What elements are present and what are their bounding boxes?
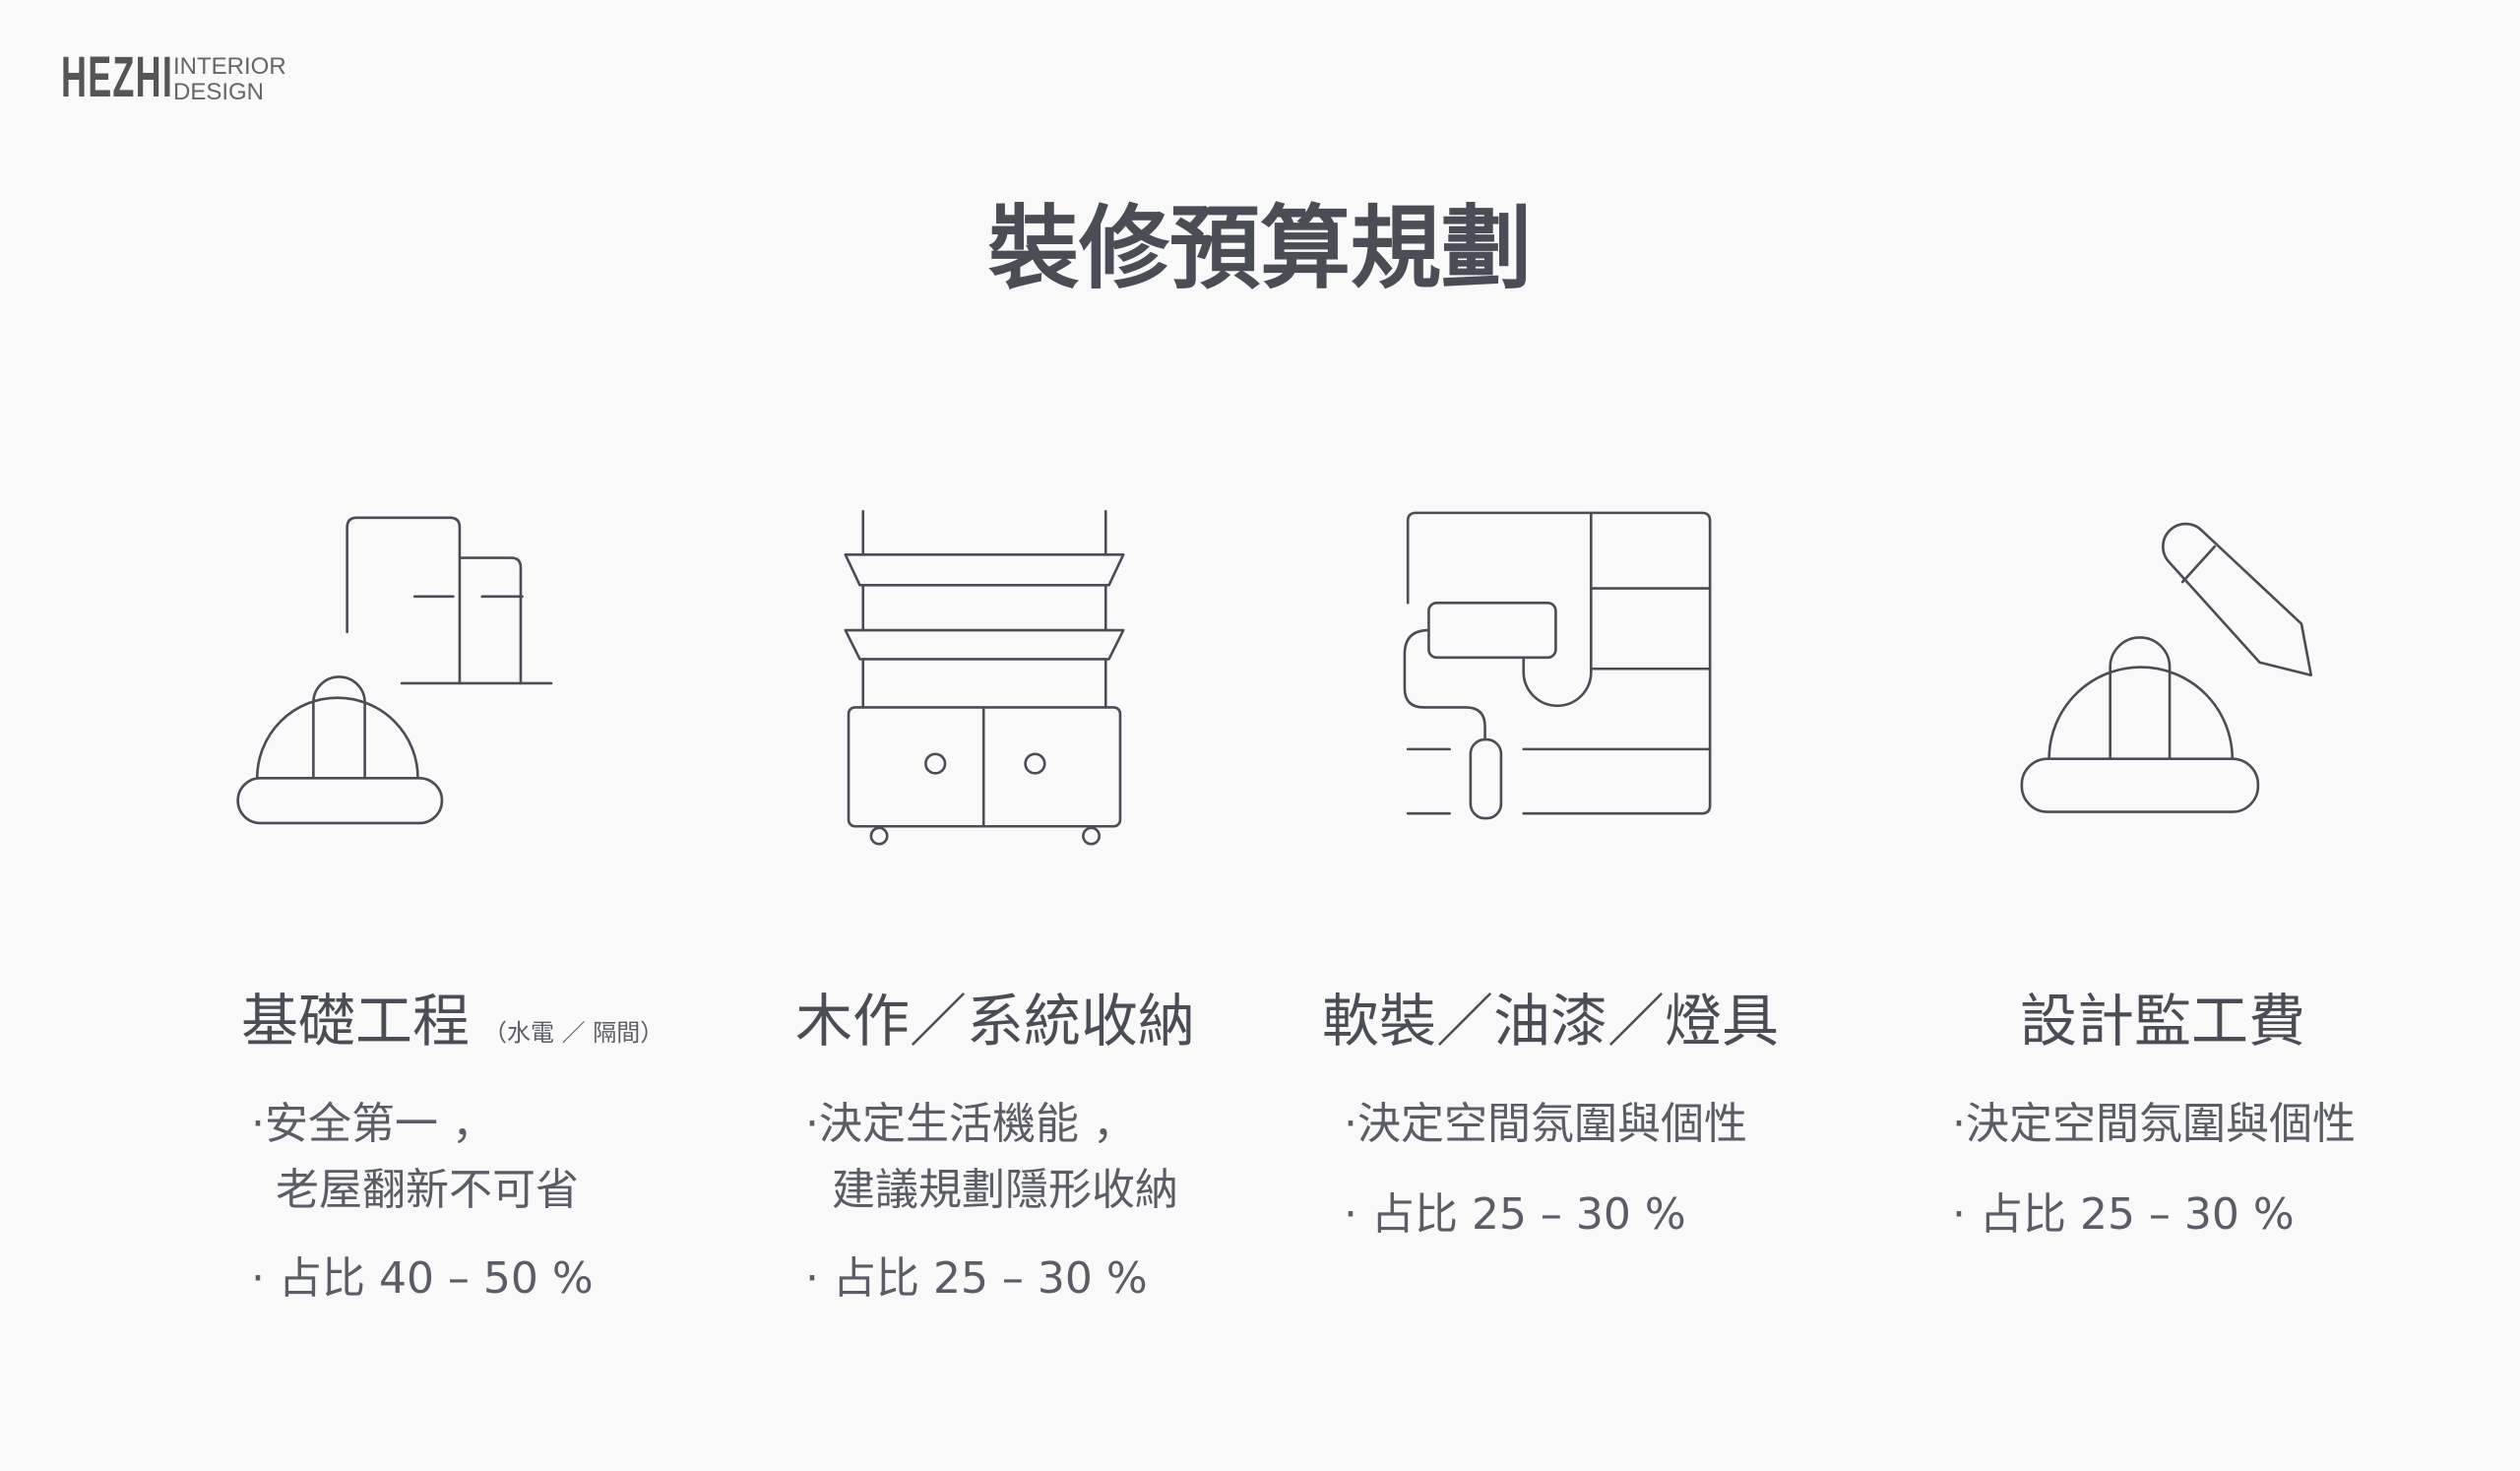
bullet-line-cont: 老屋翻新不可省 bbox=[276, 1165, 579, 1215]
column-heading-soft-furnishing: 軟裝／油漆／燈具 bbox=[1322, 988, 1780, 1055]
heading-text: 基礎工程 bbox=[241, 988, 471, 1055]
heading-note: （水電 ／ 隔間） bbox=[483, 1019, 664, 1047]
helmet-doors-icon bbox=[236, 516, 553, 825]
column-heading-carpentry: 木作／系統收納 bbox=[795, 988, 1196, 1055]
bullet-line: ·安全第一 ， bbox=[251, 1099, 495, 1149]
logo-subtitle: INTERIOR DESIGN bbox=[173, 54, 286, 105]
bullet-line-cont: 建議規劃隱形收納 bbox=[832, 1165, 1178, 1215]
cabinet-shelf-icon bbox=[844, 509, 1125, 846]
bullet-line: ·決定生活機能 ， bbox=[805, 1099, 1136, 1149]
logo-sub-line2: DESIGN bbox=[173, 79, 265, 105]
helmet-pencil-icon bbox=[2020, 522, 2313, 813]
ratio-line: · 占比 25 – 30 % bbox=[1952, 1189, 2295, 1240]
logo-sub-line1: INTERIOR bbox=[173, 53, 286, 80]
ratio-line: · 占比 40 – 50 % bbox=[251, 1253, 594, 1304]
paint-roller-wall-icon bbox=[1403, 511, 1712, 820]
ratio-line: · 占比 25 – 30 % bbox=[1344, 1189, 1686, 1240]
column-heading-foundation: 基礎工程 （水電 ／ 隔間） bbox=[241, 975, 663, 1057]
page-title: 裝修預算規劃 bbox=[987, 196, 1532, 301]
bullet-line: ·決定空間氛圍與個性 bbox=[1952, 1099, 2356, 1149]
column-heading-design-fee: 設計監工費 bbox=[2020, 988, 2306, 1055]
logo-mark: HEZHI bbox=[61, 45, 174, 109]
bullet-line: ·決定空間氛圍與個性 bbox=[1344, 1099, 1747, 1149]
ratio-line: · 占比 25 – 30 % bbox=[805, 1253, 1148, 1304]
